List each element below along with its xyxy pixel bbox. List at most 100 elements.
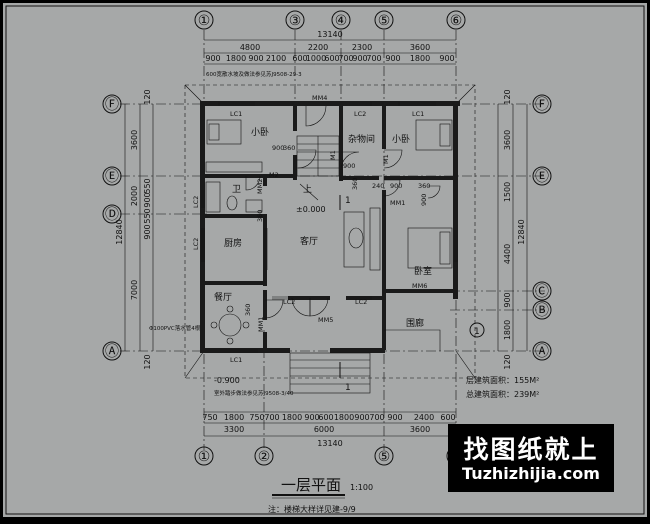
axis-label-4-top: ④ [335,13,348,29]
plan-title: 一层平面 [281,476,341,494]
watermark-chinese: 找图纸就上 [463,435,599,464]
dim-top-mid-1: 4800 [240,43,260,52]
dim-top-mid-3: 2300 [352,43,372,52]
dim-bottom-mid-1: 3300 [224,425,244,434]
door-tag-mm1-right: MM1 [390,199,405,207]
small-dim-8: 360 [256,210,264,222]
door-tag-mm2: MM2 [256,179,264,194]
axis-label-5-top: ⑤ [378,13,391,29]
dim-bottom-fine-13: 600 [440,413,455,422]
level-outside: -0.900 [214,376,240,385]
window-tag-lc1-right: LC1 [412,110,424,118]
watermark-box: 找图纸就上 Tuzhizhijia.com [448,424,614,492]
window-tag-lc2-bath: LC2 [192,196,200,208]
sheet-frame [5,5,645,515]
dim-top-fine-13: 900 [439,54,454,63]
dim-right-fine-2: 1800 [503,320,512,340]
plan-scale: 1:100 [350,483,373,492]
dim-bottom-fine-9: 900 [354,413,369,422]
small-dim-1: 900 [272,144,284,152]
axis-label-a-right: Ⓐ [535,344,549,360]
window-tag-lc2-living-right: LC2 [355,298,367,306]
small-dim-3: 900 [343,162,355,170]
small-dim-7: 360 [418,182,430,190]
dim-top-fine-10: 700 [366,54,381,63]
dim-bottom-fine-2: 1800 [224,413,244,422]
door-tag-m1-bedroom: M1 [382,154,390,164]
room-master-bedroom: 卧室 [414,265,432,277]
total-area-stat: 总建筑面积：239M² [466,389,539,399]
door-tag-mm4: MM4 [312,94,327,102]
room-kitchen: 厨房 [224,237,242,249]
window-tag-lc1-dining: LC1 [230,356,242,364]
axis-label-2-bottom: ② [258,449,271,465]
dim-right-mid-2: 1500 [503,182,512,202]
dim-right-fine-1: 900 [503,292,512,307]
dim-top-fine-2: 1800 [226,54,246,63]
section-marks [339,195,485,378]
small-dim-6: 900 [390,182,402,190]
axis-label-3-top: ③ [289,13,302,29]
dim-top-fine-1: 900 [205,54,220,63]
room-porch: 围廊 [406,317,424,329]
window-marks [201,102,458,353]
dim-bottom-mid-3: 3600 [410,425,430,434]
dim-top-fine-9: 900 [352,54,367,63]
axis-label-e-right: Ⓔ [535,169,549,185]
dim-bottom-fine-6: 900 [304,413,319,422]
dim-right-mid-3: 4400 [503,244,512,264]
door-tag-mm5: MM5 [318,316,333,324]
room-bathroom: 卫 [232,185,241,195]
dim-left-fine-3: 550 [143,208,152,223]
dim-top-mid-4: 3600 [410,43,430,52]
axis-label-d-left: Ⓓ [105,207,119,223]
dim-left-fine-5: 120 [143,89,152,104]
dim-bottom-fine-10: 700 [369,413,384,422]
note-apron: 600宽散水坡及做法参见苏J9508-29-3 [206,70,302,78]
room-bedroom-left: 小卧 [251,126,269,138]
stair-detail-note: 注：楼梯大样详见建-9/9 [268,504,356,514]
dim-left-overall: 12840 [115,219,124,244]
dim-left-mid-1: 3600 [130,130,139,150]
window-tag-lc1-left: LC1 [230,110,242,118]
section-number-top: 1 [345,196,351,206]
dim-bottom-fine-12: 2400 [414,413,434,422]
window-tag-lc2-living-left: LC2 [283,298,295,306]
door-tag-m1-stair: M1 [329,150,337,160]
dim-left-fine-2: 900 [143,192,152,207]
dim-top-fine-5: 600 [292,54,307,63]
room-storage: 杂物间 [348,133,375,145]
dim-bottom-fine-7: 600 [318,413,333,422]
dim-top-overall: 13140 [317,30,342,39]
axis-label-f-left: Ⓕ [105,97,119,113]
dim-top-fine-11: 900 [385,54,400,63]
axis-label-b-right: Ⓑ [535,303,549,319]
dim-top-fine-8: 700 [338,54,353,63]
section-number-right: 1 [474,327,480,337]
note-outdoor-steps: 室外踏步做法参见苏J9508-3/40 [214,389,294,397]
axis-label-1-bottom: ① [198,449,211,465]
dim-bottom-overall: 13140 [317,439,342,448]
stair-up-label: 上 [303,184,312,195]
dim-right-mid-1: 3600 [503,130,512,150]
level-main: ±0.000 [296,205,326,214]
dim-top-fine-12: 1800 [410,54,430,63]
dim-bottom-fine-4: 700 [264,413,279,422]
dim-top-fine-3: 900 [248,54,263,63]
room-living: 客厅 [300,235,318,247]
entry-steps [289,329,441,394]
dim-left-mid-3: 7000 [130,280,139,300]
window-tag-lc2-kitchen: LC2 [192,238,200,250]
dim-left-fine-1: 550 [143,178,152,193]
dim-bottom-fine-8: 1800 [334,413,354,422]
door-tag-mm1-dining: MM1 [257,317,265,332]
small-dim-2: 360 [283,144,295,152]
dim-bottom-fine-5: 1800 [282,413,302,422]
note-downpipes: Φ100PVC落水管4根 [149,324,201,332]
axis-label-5-bottom: ⑤ [378,449,391,465]
dim-top-fine-6: 1000 [306,54,326,63]
dim-right-fine-4: 120 [503,354,512,369]
dim-bottom-fine-3: 750 [249,413,264,422]
dim-top-fine-7: 600 [324,54,339,63]
